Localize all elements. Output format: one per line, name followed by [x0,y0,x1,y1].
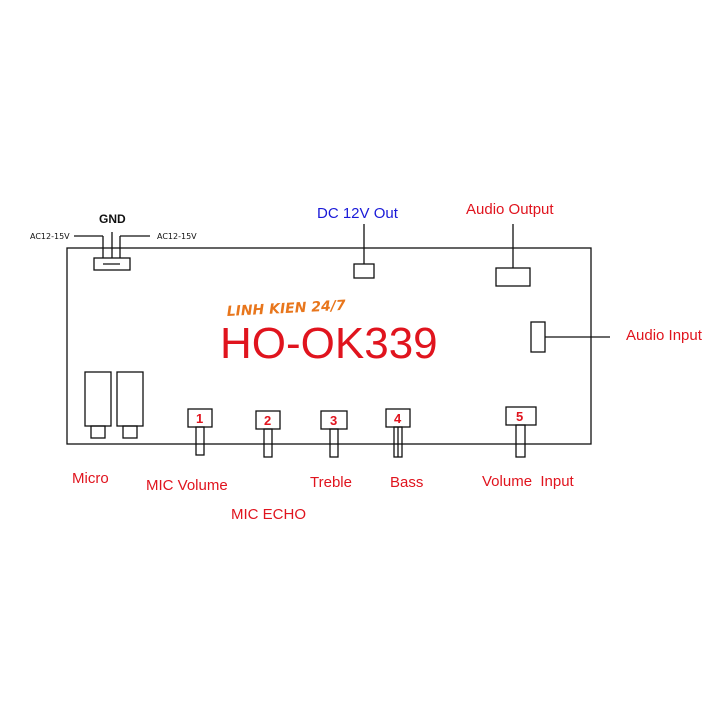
audio-output-port [495,267,531,287]
pot-5-label: Volume Input [482,473,575,490]
audio-input-label: Audio Input [626,327,703,344]
pot-5-shaft [515,424,526,458]
dc-out-connector: DC 12V Out [317,205,399,279]
pot-3-number: 3 [330,413,337,428]
pot-2-shaft [263,428,273,458]
audio-input-port [530,321,546,353]
board-outline [66,247,592,445]
pot-1-number: 1 [196,411,203,426]
pot-1-shaft [195,426,205,456]
dc-out-label: DC 12V Out [317,205,399,222]
audio-input-connector: Audio Input [530,321,703,353]
pot-3-label: Treble [310,474,352,491]
micro-jacks: Micro [72,371,144,487]
power-connector: GND AC12-15V AC12-15V [30,212,197,271]
pot-4-label: Bass [390,474,423,491]
watermark: LINH KIEN 24/7 [226,298,346,320]
gnd-label: GND [99,212,126,226]
audio-output-connector: Audio Output [466,201,554,287]
micro-jack-2-tab [122,425,138,439]
pot-5: 5 Volume Input [482,406,575,490]
ac-left-label: AC12-15V [30,232,70,241]
micro-jack-1 [84,371,112,427]
dc-out-port [353,263,375,279]
pot-1: 1 MIC Volume [146,408,228,494]
audio-output-label: Audio Output [466,201,554,218]
pot-2-number: 2 [264,413,271,428]
pot-4-number: 4 [394,411,402,426]
pot-4: 4 Bass [385,408,423,491]
pot-1-label: MIC Volume [146,477,228,494]
pot-3: 3 Treble [310,410,352,491]
board-title: HO-OK339 [220,319,438,368]
pot-2: 2 MIC ECHO [231,410,306,523]
ac-right-label: AC12-15V [157,232,197,241]
pot-2-label: MIC ECHO [231,506,306,523]
micro-jack-2 [116,371,144,427]
pot-5-number: 5 [516,409,523,424]
micro-label: Micro [72,470,109,487]
pot-3-shaft [329,428,339,458]
micro-jack-1-tab [90,425,106,439]
